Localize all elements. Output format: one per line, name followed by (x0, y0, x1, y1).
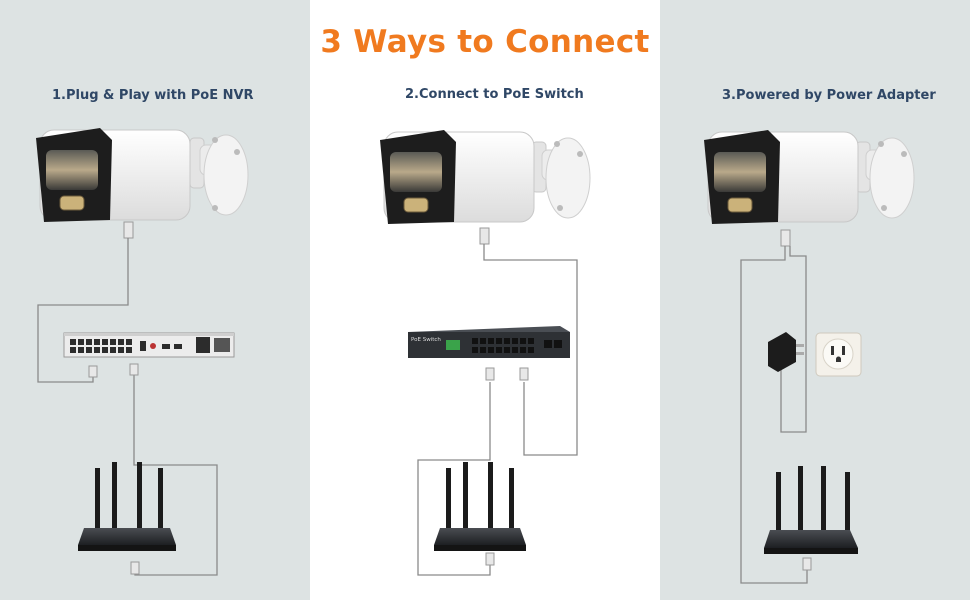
right-panel (660, 0, 970, 600)
router-1-icon (78, 462, 176, 575)
cables (37, 238, 808, 584)
method-1-heading: 1.Plug & Play with PoE NVR (52, 88, 254, 103)
power-adapter-icon (768, 332, 804, 372)
left-panel (0, 0, 310, 600)
method-3-heading: 3.Powered by Power Adapter (722, 88, 936, 103)
camera-3-icon (704, 130, 915, 247)
nvr-icon (63, 332, 235, 378)
method-2-heading: 2.Connect to PoE Switch (405, 87, 584, 102)
page-title: 3 Ways to Connect (320, 24, 650, 60)
switch-label: PoE Switch (411, 337, 441, 343)
camera-2-icon (380, 130, 591, 245)
wall-outlet-icon (815, 332, 862, 377)
router-2-icon (434, 462, 526, 566)
center-panel (310, 0, 660, 600)
camera-1-icon (36, 128, 249, 239)
router-3-icon (764, 466, 858, 571)
poe-switch-icon: PoE Switch (408, 326, 570, 381)
